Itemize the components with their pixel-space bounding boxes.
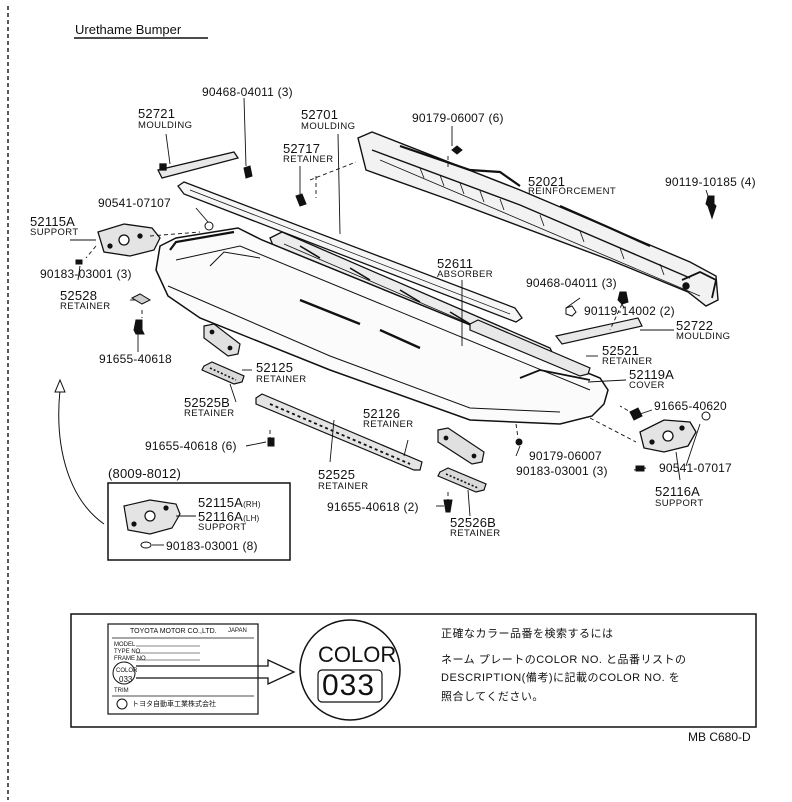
part-52125-number: 52125 [256, 360, 294, 375]
nameplate-color-word: COLOR [116, 668, 138, 674]
part-52526B-name: RETAINER [450, 528, 501, 539]
part-52526B-number: 52526B [450, 515, 497, 530]
moulding-52722-part [554, 317, 643, 345]
part-52722-name: MOULDING [676, 331, 731, 342]
sheet-reference: MB C680-D [688, 730, 751, 744]
part-91655-40618-2: 91655-40618 (2) [327, 500, 419, 514]
part-52116A-name: SUPPORT [655, 498, 704, 509]
part-52521-name: RETAINER [602, 356, 653, 367]
inset-support-part [123, 499, 181, 535]
inset-part-b: 52116A(LH) [198, 510, 259, 523]
color-note-line-1: 正確なカラー品番を検索するには [441, 628, 614, 640]
support-52116A-part [639, 419, 697, 453]
part-52722-number: 52722 [676, 318, 714, 333]
inset-part-b-suffix: (LH) [243, 514, 260, 523]
reinforcement-part [357, 131, 719, 307]
part-90119-10185: 90119-10185 (4) [665, 175, 756, 189]
part-52126-number: 52126 [363, 406, 401, 421]
part-52119A-name: COVER [629, 380, 665, 391]
part-52116A-number: 52116A [655, 484, 701, 499]
part-90119-14002: 90119-14002 (2) [584, 304, 675, 318]
part-52701-number: 52701 [301, 107, 339, 122]
color-note-line-4: 照合してください。 [441, 691, 544, 703]
retainer-52125-part [203, 323, 241, 357]
part-52525-name: RETAINER [318, 481, 369, 492]
color-code-enlarged: 033 [322, 669, 376, 702]
part-52611-number: 52611 [437, 256, 474, 271]
moulding-52701-part [177, 181, 523, 323]
nameplate-country: JAPAN [228, 628, 247, 634]
diagram-title: Urethame Bumper [75, 22, 182, 37]
part-52528-number: 52528 [60, 288, 98, 303]
part-52701-name: MOULDING [301, 121, 356, 132]
part-52717-name: RETAINER [283, 154, 334, 165]
part-52721-name: MOULDING [138, 120, 193, 131]
retainer-52521-part [469, 319, 591, 377]
inset-box [107, 482, 291, 561]
part-90179-06007-top: 90179-06007 (6) [412, 111, 504, 125]
part-52021-number: 52021 [528, 174, 566, 189]
nameplate-color-circle [112, 661, 136, 685]
assembly-guides [85, 156, 637, 500]
inset-part-a-number: 52115A [198, 495, 244, 510]
color-note-box [70, 613, 757, 728]
part-90183-03001-left: 90183-03001 (3) [40, 267, 132, 281]
part-52115A-name: SUPPORT [30, 227, 79, 238]
nameplate-color-code: 033 [119, 675, 133, 684]
inset-callout-arrow [58, 389, 105, 525]
fasteners [75, 145, 717, 513]
part-90468-04011-right: 90468-04011 (3) [526, 276, 617, 290]
part-52119A-number: 52119A [629, 367, 675, 382]
nameplate-outline [107, 623, 259, 715]
color-label-enlarged: COLOR [318, 642, 397, 667]
color-note-line-3: DESCRIPTION(備考)に記載のCOLOR NO. を [441, 672, 681, 684]
nameplate-row-2: FRAME NO [114, 656, 146, 662]
inset-period: (8009-8012) [108, 466, 182, 481]
nameplate-row-1: TYPE NO [114, 649, 141, 655]
part-90183-03001-right: 90183-03001 (3) [516, 464, 608, 478]
part-52611-name: ABSORBER [437, 269, 493, 280]
retainer-52525-part [255, 393, 423, 471]
inset-part-a: 52115A(RH) [198, 496, 261, 509]
part-91655-40618-6: 91655-40618 (6) [145, 439, 237, 453]
part-52717-number: 52717 [283, 141, 321, 156]
part-52521-number: 52521 [602, 343, 640, 358]
inset-part-b-number: 52116A [198, 509, 244, 524]
inset-clip [140, 541, 152, 549]
part-52021-name: REINFORCEMENT [528, 186, 617, 197]
part-90468-04011-top: 90468-04011 (3) [202, 85, 293, 99]
nameplate-footer: トヨタ自動車工業株式会社 [132, 701, 216, 708]
part-52528-name: RETAINER [60, 301, 111, 312]
part-52525B-name: RETAINER [184, 408, 235, 419]
part-91655-40618-left: 91655-40618 [99, 352, 172, 366]
part-52525B-number: 52525B [184, 395, 231, 410]
part-52126-name: RETAINER [363, 419, 414, 430]
color-note-line-2: ネーム プレートのCOLOR NO. と品番リストの [441, 654, 687, 666]
part-91665-40620: 91665-40620 [654, 399, 727, 413]
nameplate-row-4: TRIM [114, 688, 129, 694]
nameplate-row-0: MODEL [114, 642, 136, 648]
bumper-cover-part [155, 227, 609, 425]
part-52525-number: 52525 [318, 467, 356, 482]
part-90179-06007-bottom: 90179-06007 [529, 449, 602, 463]
inset-part-name: SUPPORT [198, 522, 247, 533]
color-pointer-arrow [136, 658, 296, 686]
leader-lines [70, 97, 709, 517]
part-52125-name: RETAINER [256, 374, 307, 385]
inset-part-a-suffix: (RH) [243, 500, 261, 509]
part-90541-07107: 90541-07107 [98, 196, 171, 210]
moulding-52721-part [157, 151, 240, 179]
inset-clip-label: 90183-03001 (8) [166, 539, 258, 553]
part-52721-number: 52721 [138, 106, 176, 121]
part-52115A-number: 52115A [30, 214, 76, 229]
inset-arrowhead [54, 378, 66, 393]
retainer-52526B-part [437, 467, 487, 493]
part-90541-07017: 90541-07017 [659, 461, 732, 475]
retainer-52525B-part [201, 361, 245, 385]
support-52115A-part [97, 223, 161, 257]
retainer-52126-part [437, 427, 485, 465]
nameplate-maker: TOYOTA MOTOR CO.,LTD. [130, 628, 217, 635]
